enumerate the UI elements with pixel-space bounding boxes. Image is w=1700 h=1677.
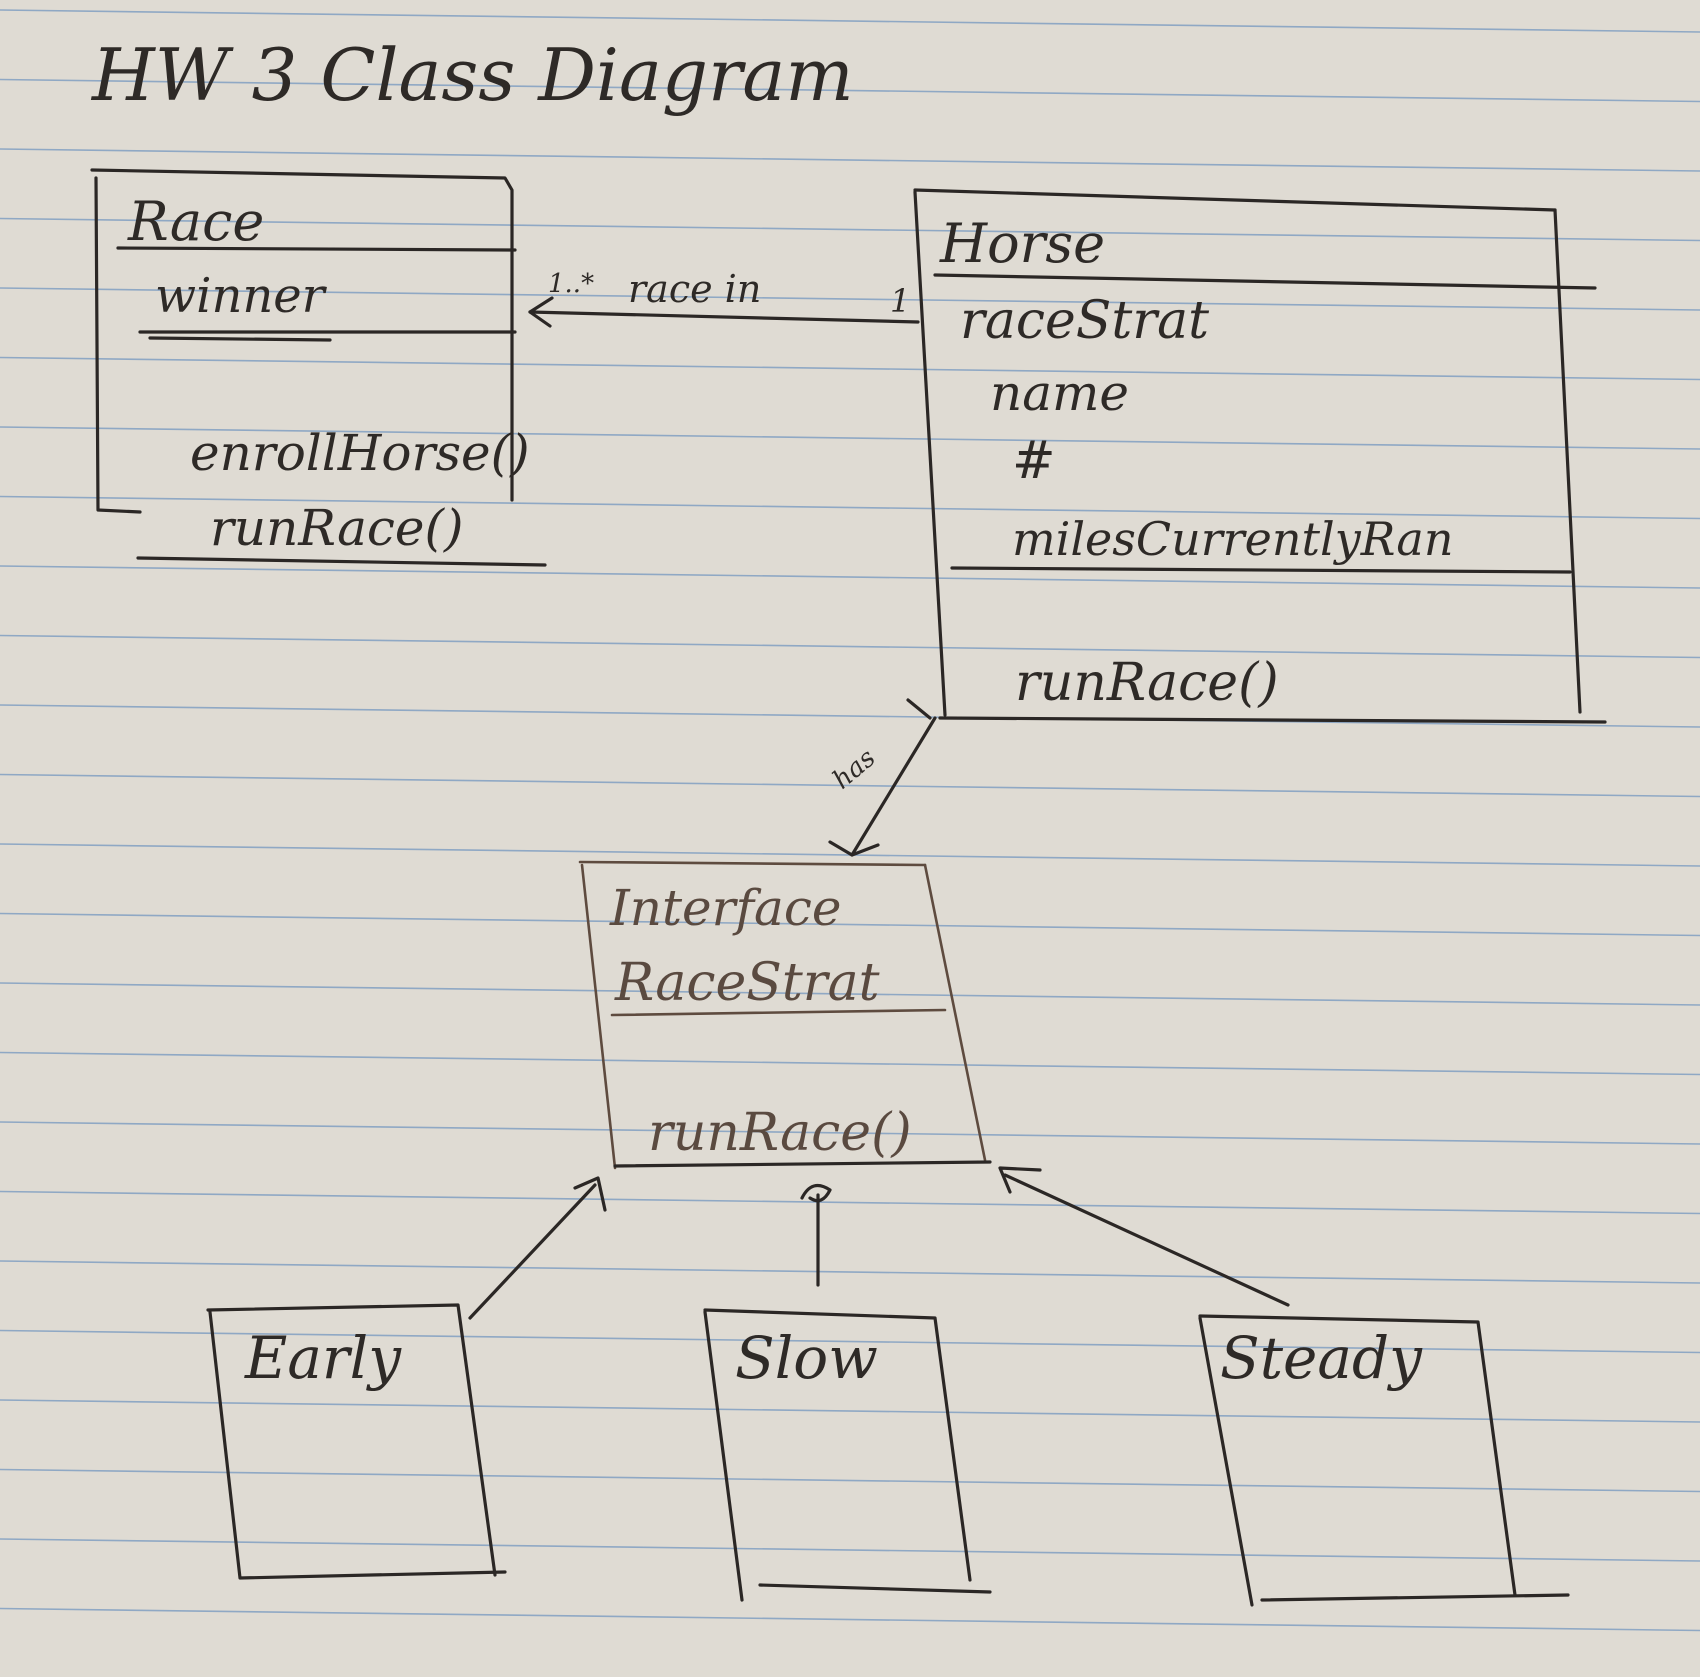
arrowhead-icon xyxy=(573,1176,607,1212)
interface-box-top xyxy=(578,860,927,867)
slow-class-name: Slow xyxy=(735,1324,878,1392)
class-slow: Slow xyxy=(703,1308,992,1602)
horse-attribute: raceStrat xyxy=(960,291,1209,351)
horse-attribute: name xyxy=(990,364,1129,422)
ruled-line xyxy=(0,1121,1700,1145)
ruled-line xyxy=(0,9,1700,33)
ruled-line xyxy=(0,704,1700,728)
interface-method: runRace() xyxy=(648,1103,912,1163)
multiplicity-race: 1..* xyxy=(548,269,594,299)
steady-class-name: Steady xyxy=(1220,1324,1423,1392)
race-method: runRace() xyxy=(210,499,464,557)
realization-line-early xyxy=(468,1183,597,1320)
ruled-line xyxy=(0,217,1700,242)
steady-box-bottom xyxy=(1260,1593,1570,1602)
multiplicity-mark xyxy=(906,698,932,720)
arrowhead-icon xyxy=(828,840,880,857)
ruled-line xyxy=(0,1538,1700,1562)
race-attribute: winner xyxy=(155,268,328,324)
arrowhead-icon xyxy=(528,296,554,328)
horse-class-name: Horse xyxy=(939,212,1105,275)
ruled-line xyxy=(0,1607,1700,1632)
ruled-line xyxy=(0,287,1700,311)
race-box-left xyxy=(94,176,142,514)
ruled-line xyxy=(0,634,1700,659)
horse-name-divider xyxy=(933,273,1597,290)
ruled-line xyxy=(0,495,1700,520)
interface-name-divider xyxy=(610,1008,947,1017)
ruled-line xyxy=(0,78,1700,103)
ruled-line xyxy=(0,565,1700,589)
horse-box-top xyxy=(913,188,1557,212)
association-line xyxy=(850,716,937,857)
class-steady: Steady xyxy=(1198,1314,1570,1607)
class-early: Early xyxy=(206,1303,507,1580)
ruled-line xyxy=(0,1468,1700,1493)
realization-arrows xyxy=(468,1166,1290,1320)
interface-name: RaceStrat xyxy=(614,953,880,1013)
association-race-in: 1..* race in 1 xyxy=(528,267,920,328)
ruled-line xyxy=(0,1399,1700,1423)
interface-stereotype: Interface xyxy=(609,879,841,937)
ruled-line xyxy=(0,148,1700,172)
class-race: Race winner enrollHorse() runRace() xyxy=(90,168,547,567)
steady-box-top-right xyxy=(1198,1314,1517,1597)
ruled-line xyxy=(0,1051,1700,1076)
diagram-title: HW 3 Class Diagram xyxy=(90,33,854,117)
ruled-line xyxy=(0,356,1700,381)
association-line xyxy=(528,310,920,324)
ruled-lines xyxy=(0,9,1700,1632)
multiplicity-horse: 1 xyxy=(890,282,910,320)
early-class-name: Early xyxy=(244,1324,402,1392)
race-box-bottom xyxy=(136,556,547,567)
ruled-line xyxy=(0,426,1700,450)
ruled-line xyxy=(0,1260,1700,1284)
race-box-top-right xyxy=(90,168,514,502)
slow-box-left xyxy=(703,1310,744,1602)
realization-line-steady xyxy=(1003,1173,1290,1307)
association-label: race in xyxy=(628,267,761,311)
class-horse: Horse raceStrat name # milesCurrentlyRan… xyxy=(913,188,1607,724)
ruled-line xyxy=(0,1190,1700,1215)
race-name-divider xyxy=(116,246,517,252)
horse-attribute: milesCurrentlyRan xyxy=(1012,512,1453,566)
arrowhead-icon xyxy=(998,1166,1042,1194)
slow-box-bottom xyxy=(758,1583,992,1594)
race-method: enrollHorse() xyxy=(190,424,530,482)
horse-attribute: # xyxy=(1012,431,1056,491)
arrowhead-icon xyxy=(800,1183,832,1203)
race-class-name: Race xyxy=(127,190,264,253)
horse-box-left xyxy=(913,190,947,717)
horse-attr-divider xyxy=(950,566,1572,574)
horse-box-right xyxy=(1553,208,1582,714)
slow-box-top-right xyxy=(703,1308,972,1582)
interface-box-bottom xyxy=(613,1160,992,1168)
early-box-top-right xyxy=(206,1303,497,1577)
race-attr-underline xyxy=(148,336,332,342)
early-box-left-bottom xyxy=(208,1310,507,1580)
ruled-line xyxy=(0,982,1700,1006)
interface-box-right xyxy=(923,863,987,1162)
horse-box-bottom xyxy=(938,716,1607,724)
ruled-line xyxy=(0,773,1700,798)
horse-method: runRace() xyxy=(1015,653,1279,713)
interface-racestrat: Interface RaceStrat runRace() xyxy=(578,860,992,1170)
interface-box-left xyxy=(580,863,617,1170)
steady-box-left xyxy=(1198,1316,1254,1607)
ruled-line xyxy=(0,1329,1700,1354)
ruled-line xyxy=(0,912,1700,937)
